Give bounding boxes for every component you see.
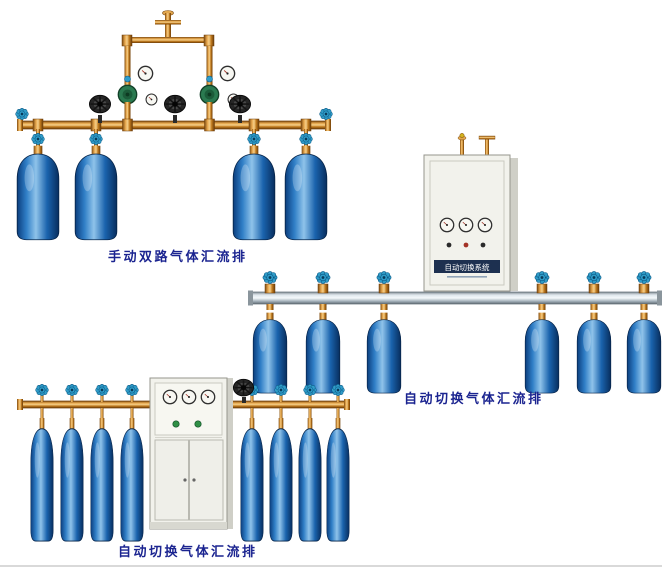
auto-switch-floor-illustration (17, 377, 350, 542)
cylinder-station (90, 383, 114, 542)
regulator-knob-icon (124, 75, 131, 83)
gas-cylinder (240, 417, 264, 542)
cabinet-label-plate (434, 260, 500, 273)
cylinder-station (284, 129, 328, 241)
valve-knob-icon (125, 383, 139, 397)
cabinet-gauge-icon (200, 389, 216, 405)
cylinder-station (240, 383, 264, 542)
cabinet-gauge-icon (477, 217, 493, 233)
pressure-regulator-icon (199, 84, 220, 105)
gas-cylinder (120, 417, 144, 542)
gas-cylinder (16, 145, 60, 241)
cylinder-station (576, 270, 612, 394)
gas-cylinder (326, 417, 350, 542)
indicator-led (480, 242, 486, 248)
caption-manual-dual: 手动双路气体汇流排 (108, 249, 248, 264)
pressure-regulator-icon (117, 84, 138, 105)
auto-switch-wall-illustration: 自动切换系统 (248, 133, 662, 394)
cabinet-gauge-icon (181, 389, 197, 405)
manual-dual-manifold-illustration (15, 10, 333, 241)
cylinder-station (298, 383, 322, 542)
gas-cylinder (298, 417, 322, 542)
cylinder-station (16, 129, 60, 241)
cabinet-gauge-icon (458, 217, 474, 233)
end-valve-knob-icon (319, 107, 333, 121)
valve-knob-icon (65, 383, 79, 397)
valve-knob-icon (35, 383, 49, 397)
valve-knob-icon (534, 270, 550, 285)
gas-cylinder (60, 417, 84, 542)
cylinder-station (30, 383, 54, 542)
gas-cylinder (90, 417, 114, 542)
handwheel-valve-icon (163, 94, 187, 114)
valve-knob-icon (331, 383, 345, 397)
pressure-gauge-icon (219, 65, 236, 82)
valve-knob-icon (376, 270, 392, 285)
cylinder-station (326, 383, 350, 542)
cylinder-station (232, 129, 276, 241)
regulator-knob-icon (206, 75, 213, 83)
valve-knob-icon (303, 383, 317, 397)
cylinder-station (252, 270, 288, 394)
cylinder-station (120, 383, 144, 542)
cylinder-station (60, 383, 84, 542)
valve-knob-icon (274, 383, 288, 397)
cylinder-station (524, 270, 560, 394)
gas-cylinder (30, 417, 54, 542)
gas-cylinder (524, 312, 560, 394)
valve-knob-icon (636, 270, 652, 285)
gas-cylinder (366, 312, 402, 394)
handwheel-valve-icon (88, 94, 112, 114)
cylinder-station (305, 270, 341, 394)
end-valve-knob-icon (15, 107, 29, 121)
indicator-led (463, 242, 469, 248)
cylinder-station (269, 383, 293, 542)
valve-knob-icon (95, 383, 109, 397)
indicator-led (446, 242, 452, 248)
pressure-gauge-icon (145, 93, 158, 106)
handwheel-valves (88, 94, 252, 123)
cylinder-station (626, 270, 662, 394)
cabinet-door (154, 439, 189, 521)
manifold-bar (248, 290, 662, 306)
control-cabinet: 自动切换系统 (423, 133, 518, 292)
control-cabinet (149, 377, 233, 530)
gas-cylinder (269, 417, 293, 542)
cabinet-label: 自动切换系统 (445, 262, 490, 272)
pressure-gauge-icon (137, 65, 154, 82)
valve-knob-icon (89, 132, 103, 146)
valve-knob-icon (31, 132, 45, 146)
gas-cylinder (576, 312, 612, 394)
valve-knob-icon (586, 270, 602, 285)
gas-cylinder (74, 145, 118, 241)
cabinet-gauge-icon (162, 389, 178, 405)
handwheel-valve (232, 378, 255, 403)
top-tee-assembly (121, 10, 215, 86)
cylinder-station (366, 270, 402, 394)
main-manifold-pipe (17, 118, 331, 132)
gas-cylinder (626, 312, 662, 394)
button-icon (194, 420, 202, 428)
valve-knob-icon (262, 270, 278, 285)
handwheel-valve-icon (228, 94, 252, 114)
bottom-divider (0, 565, 662, 567)
caption-auto-switch-floor: 自动切换气体汇流排 (118, 544, 258, 559)
valve-knob-icon (315, 270, 331, 285)
caption-auto-switch-wall: 自动切换气体汇流排 (404, 391, 544, 406)
cabinet-gauge-icon (439, 217, 455, 233)
handwheel-valve-icon (232, 378, 255, 397)
cylinder-station (74, 129, 118, 241)
button-icon (172, 420, 180, 428)
